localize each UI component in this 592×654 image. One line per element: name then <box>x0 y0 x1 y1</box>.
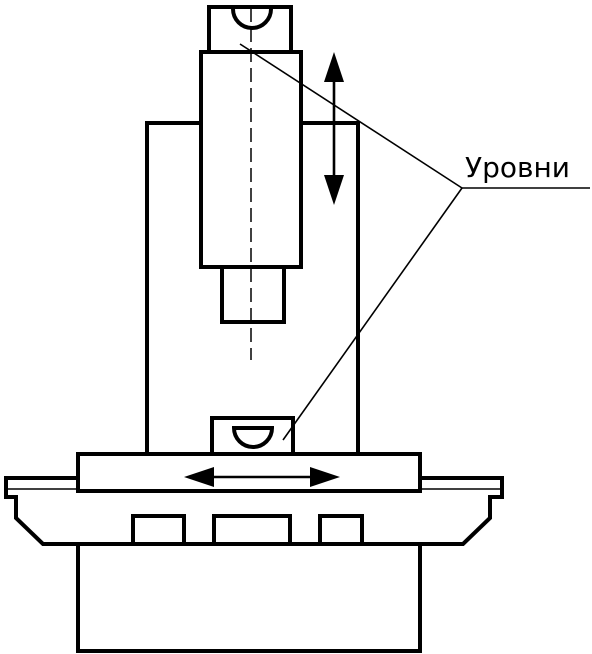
bottom-level-bubble-icon <box>231 426 275 449</box>
top-level-bubble-icon <box>231 8 273 30</box>
vertical-motion-arrow-icon <box>324 52 344 205</box>
leader-line-top <box>239 43 463 189</box>
t-slot-left <box>131 514 186 546</box>
t-slot-middle <box>212 514 292 546</box>
t-slot-right <box>318 514 364 546</box>
work-table <box>76 452 422 493</box>
spindle-nose <box>220 265 286 324</box>
horizontal-motion-arrow-icon <box>184 467 340 487</box>
machine-bed <box>4 476 504 546</box>
leader-line-bottom <box>282 187 463 441</box>
machine-base <box>76 533 422 653</box>
callout-label: Уровни <box>465 151 570 184</box>
